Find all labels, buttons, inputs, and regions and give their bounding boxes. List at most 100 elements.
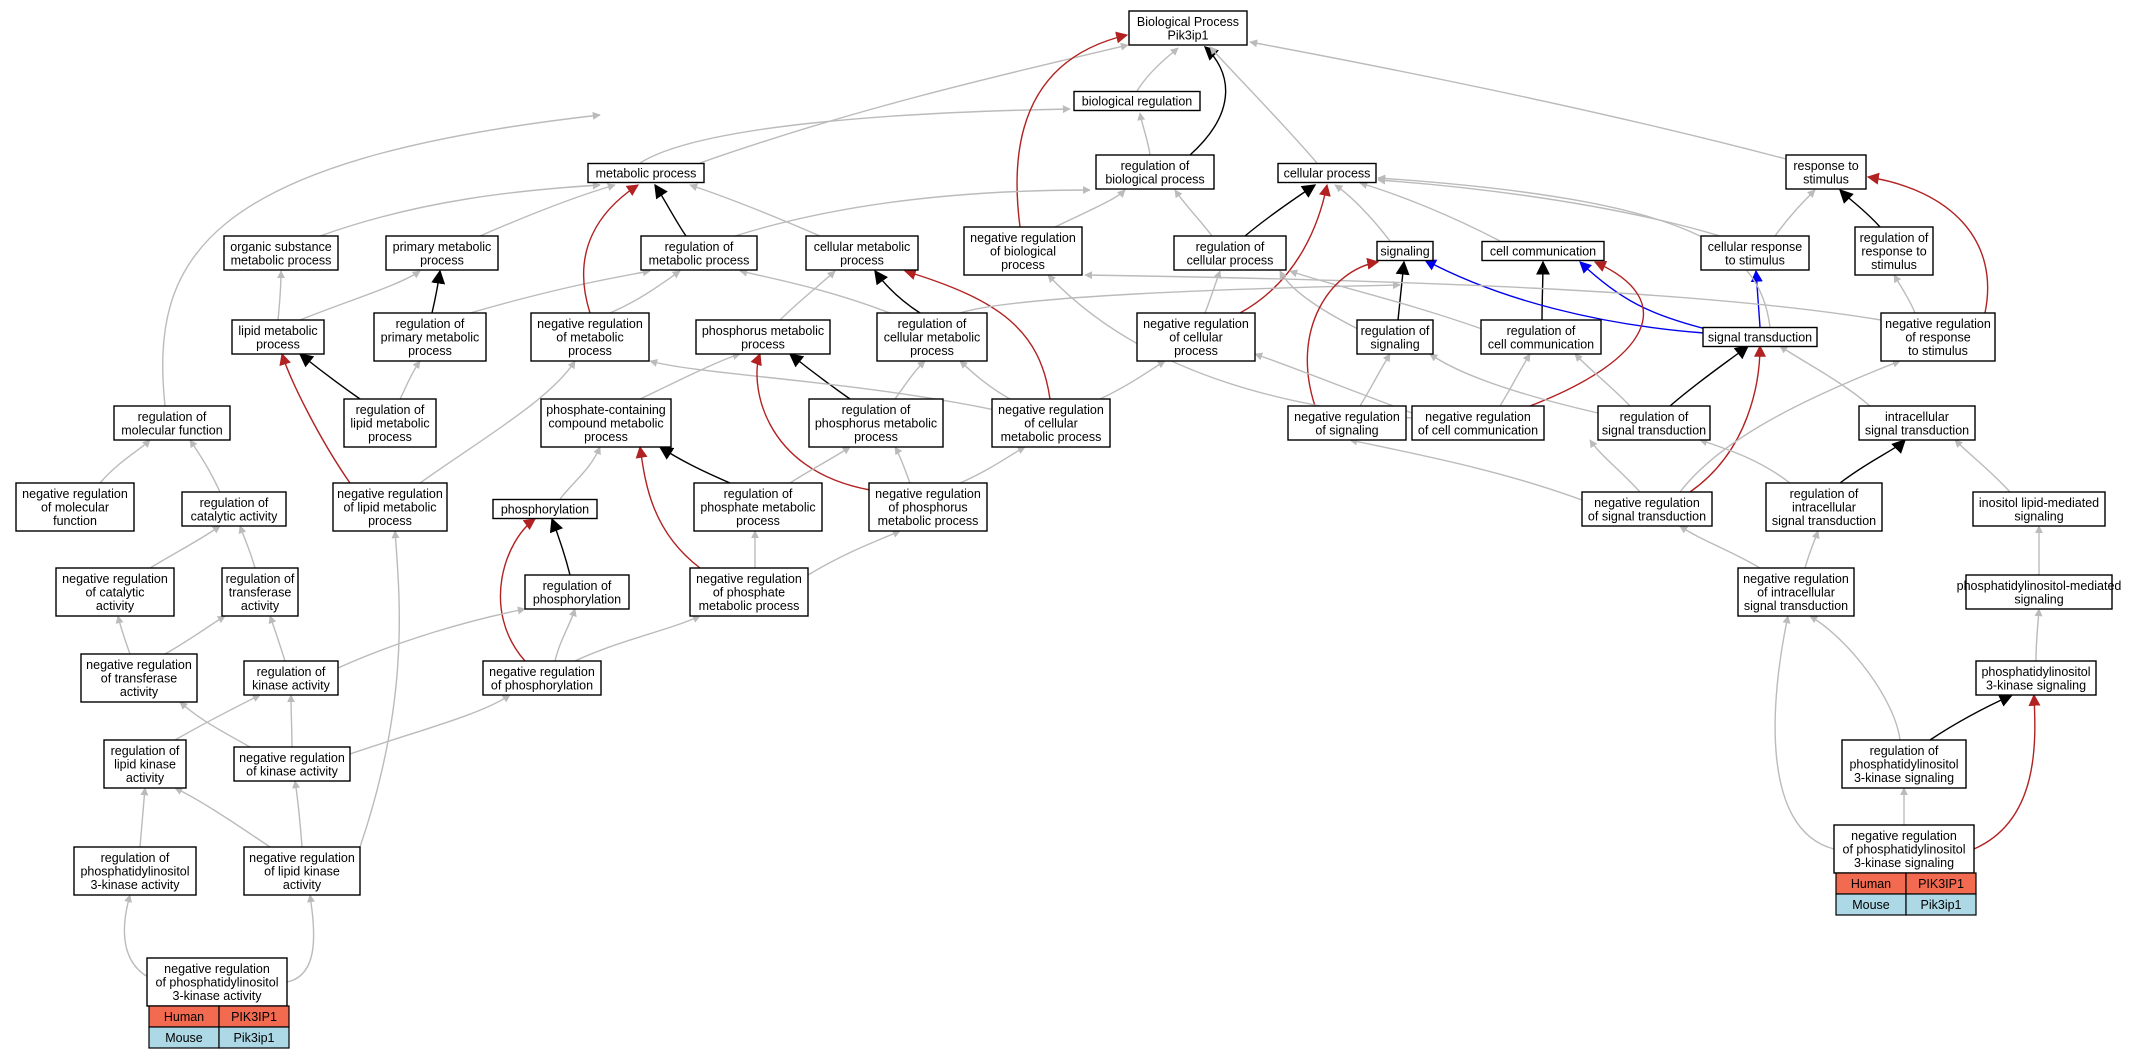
node-label-line: regulation of (1507, 324, 1576, 338)
node-bioreg[interactable]: biological regulation (1073, 90, 1201, 112)
edge-regkinase-to-regtransf (268, 615, 286, 662)
edge-negregphosphatemet-to-phoscont (635, 445, 701, 569)
node-label-line: stimulus (1871, 258, 1917, 272)
node-label-line: regulation of (356, 403, 425, 417)
gene-cell[interactable]: Pik3ip1 (218, 1026, 290, 1049)
node-label-line: activity (120, 685, 159, 699)
node-label-line: cellular process (1284, 167, 1371, 181)
node-signaling[interactable]: signaling (1376, 240, 1434, 262)
node-label-line: negative regulation (164, 962, 270, 976)
node-label-line: regulation of (724, 487, 793, 501)
node-label-line: of lipid metabolic (343, 501, 436, 515)
edge-regpi3ksig-to-pi3ksig (1929, 693, 2014, 741)
node-label-line: of intracellular (1757, 586, 1835, 600)
gene-cell[interactable]: PIK3IP1 (218, 1005, 290, 1028)
node-cellcomm[interactable]: cell communication (1481, 240, 1605, 262)
edge-regintrasig-to-regsigtrans (1699, 438, 1791, 484)
node-label-line: negative regulation (22, 487, 128, 501)
node-label-line: activity (283, 878, 322, 892)
edge-regresp-to-respstim (1839, 189, 1881, 228)
edge-negregmolfn-to-regmolfn (99, 439, 151, 484)
node-label-line: negative regulation (1885, 317, 1991, 331)
node-box (1411, 405, 1545, 441)
node-box (693, 482, 823, 532)
edge-cellmet-to-metab (689, 183, 821, 237)
node-label-line: catalytic activity (191, 509, 279, 523)
node-metab[interactable]: metabolic process (587, 162, 705, 184)
edges-layer (99, 31, 2043, 983)
node-sigtrans[interactable]: signal transduction (1702, 326, 1818, 348)
node-box (1785, 154, 1867, 190)
node-label-line: signaling (1380, 245, 1429, 259)
node-regpi3ksig[interactable]: regulation ofphosphatidylinositol3-kinas… (1841, 739, 1967, 789)
edge-phoscont-to-phosmet (639, 352, 741, 400)
node-box (343, 398, 437, 448)
node-box (103, 739, 187, 789)
edge-pi3ksig-to-phosinosmed (2034, 608, 2043, 662)
node-phosphorylation[interactable]: phosphorylation (492, 498, 598, 520)
node-regpi3kact[interactable]: regulation ofphosphatidylinositol3-kinas… (73, 846, 197, 896)
edge-negregsigtrans-to-negregsig (1349, 437, 1583, 501)
node-cellp[interactable]: cellular process (1277, 162, 1377, 184)
gene-cell[interactable]: Pik3ip1 (1905, 893, 1977, 916)
edge-negregcellp-to-cellp (1239, 183, 1331, 314)
node-label-line: process (256, 337, 300, 351)
node-label-line: regulation of (1860, 231, 1929, 245)
gene-cell[interactable]: PIK3IP1 (1905, 872, 1977, 895)
node-label-line: process (568, 344, 612, 358)
